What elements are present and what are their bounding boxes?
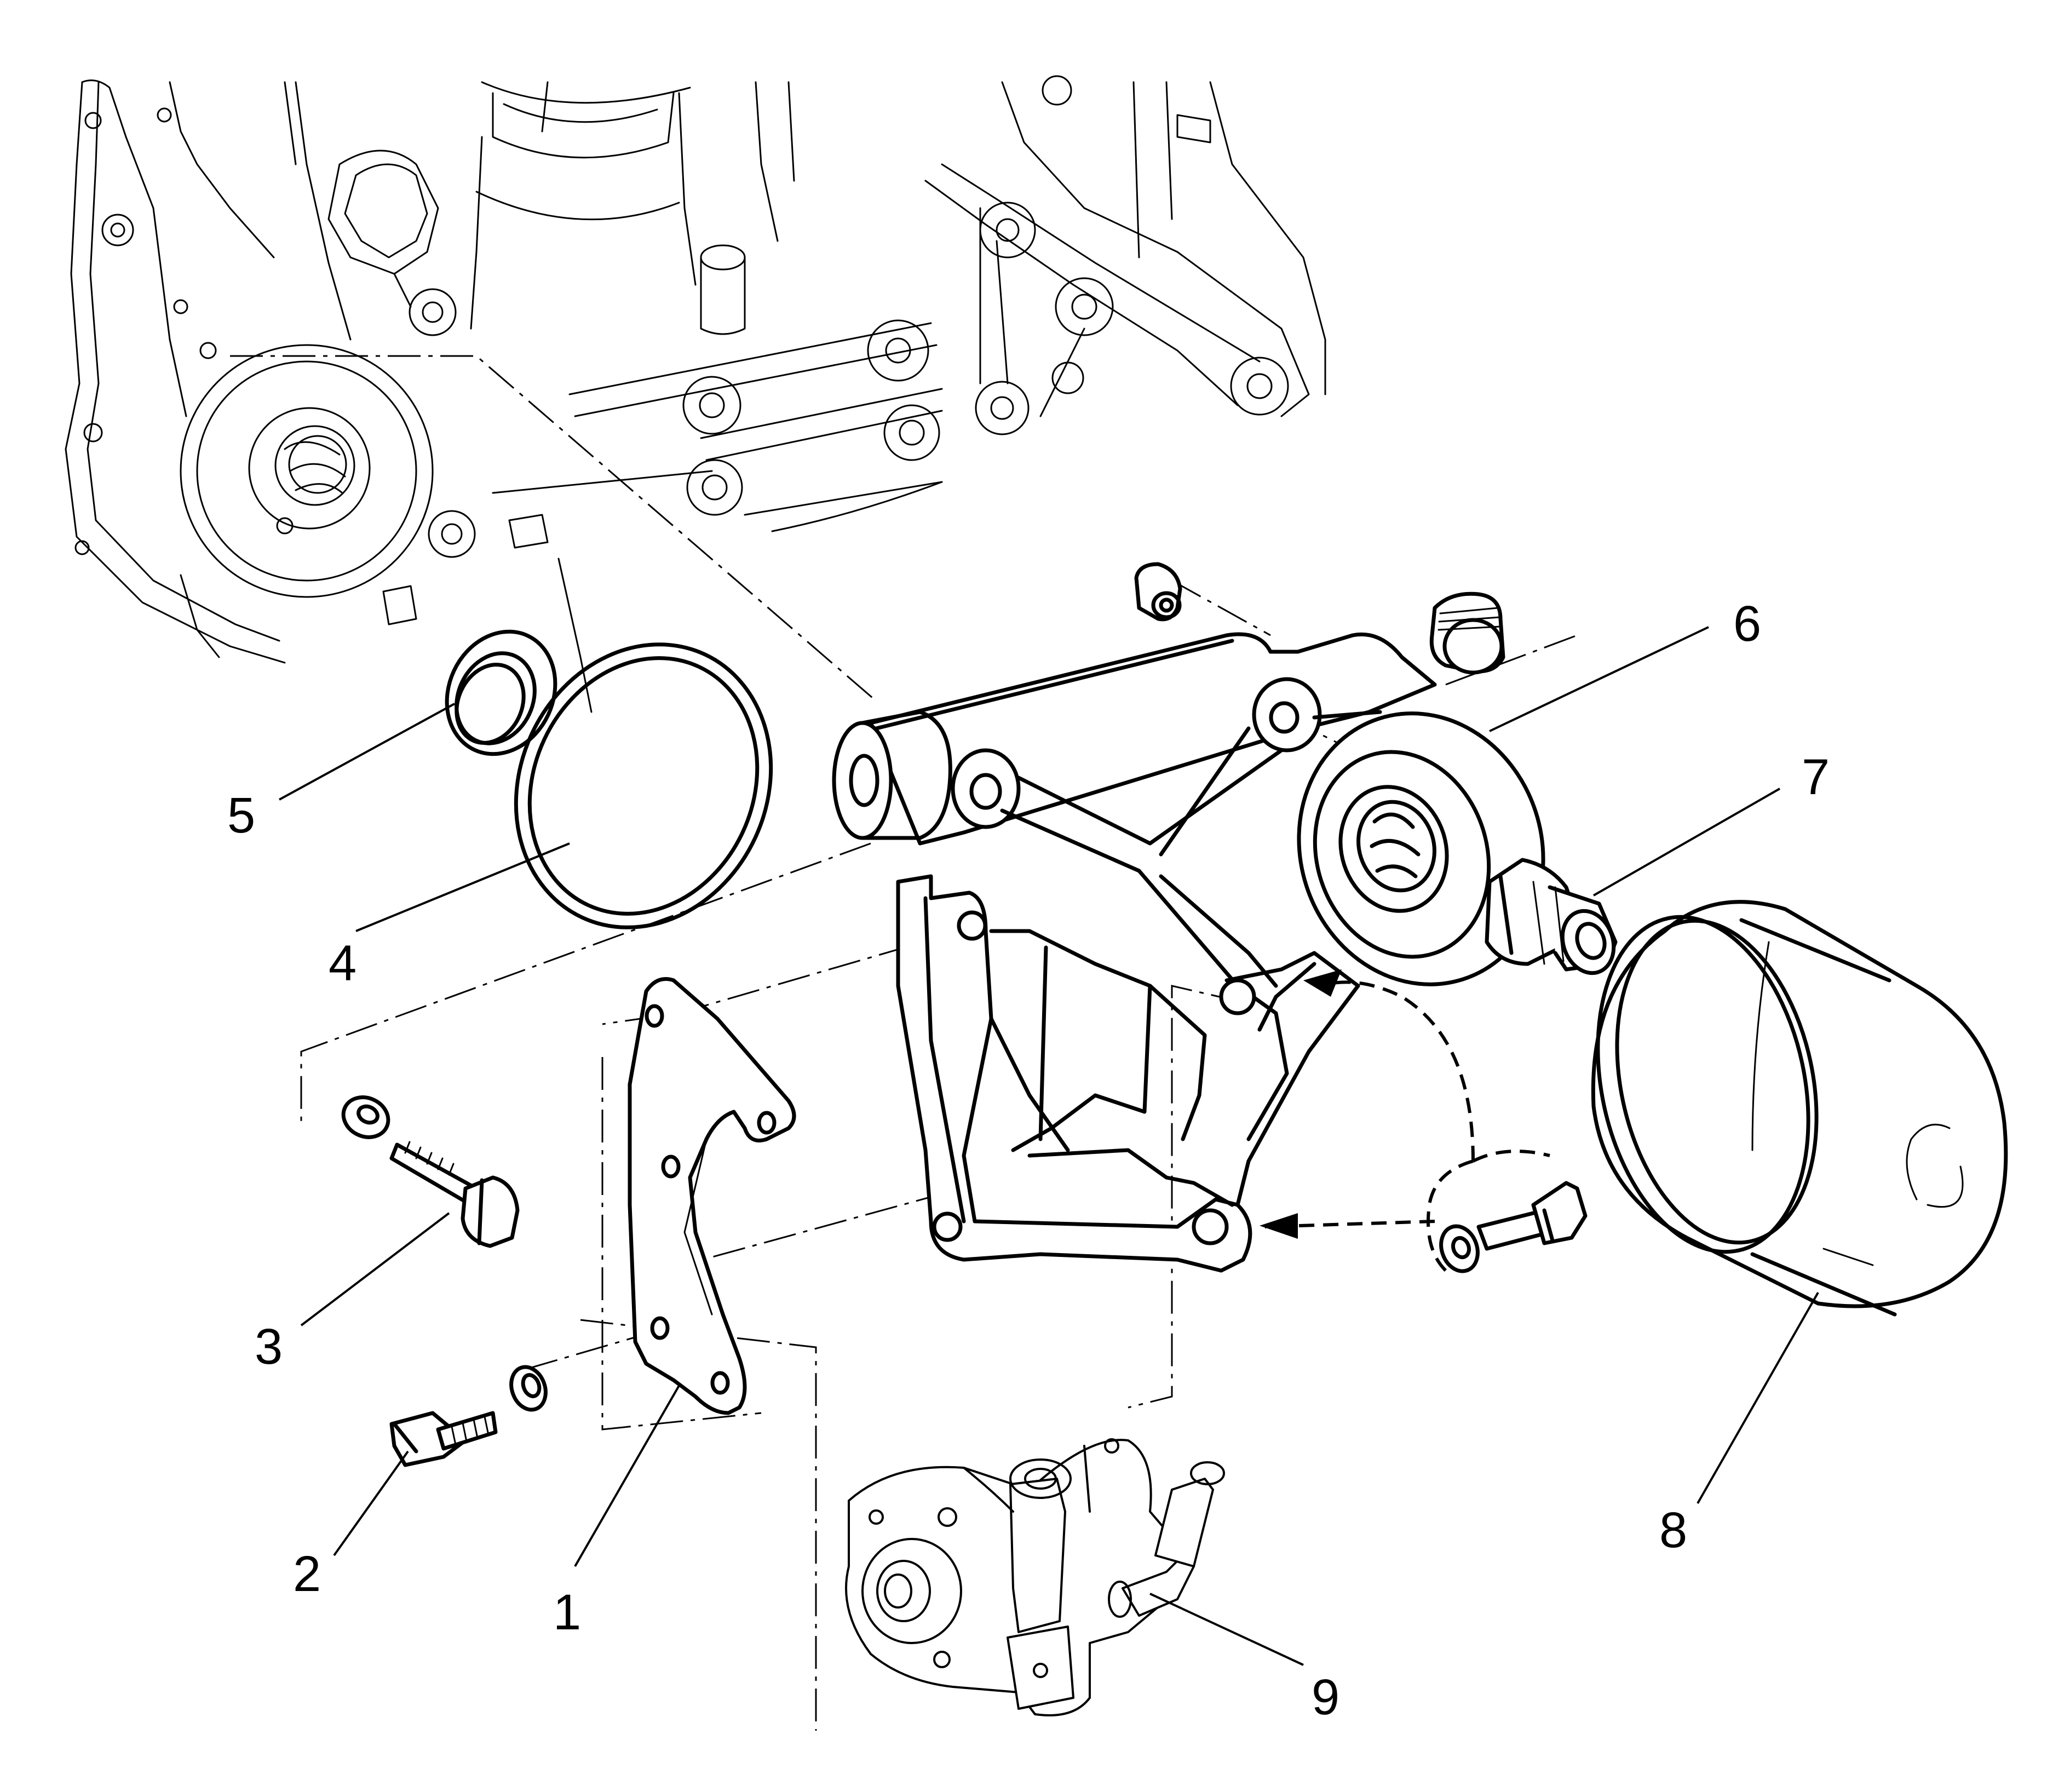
power-steering-pump: [845, 1438, 1225, 1716]
callout-6: 6: [1733, 596, 1761, 652]
callout-4: 4: [329, 935, 357, 991]
filter-head-bracket: [832, 632, 1545, 1273]
callout-9: 9: [1312, 1669, 1339, 1725]
callout-2: 2: [293, 1546, 321, 1602]
callout-7: 7: [1802, 749, 1830, 805]
small-bolt-right: [1439, 1181, 1588, 1273]
bracket-plate: [628, 977, 796, 1415]
bolt-3: [389, 1141, 520, 1248]
callout-5: 5: [227, 788, 255, 843]
dowel-sleeve: [1134, 562, 1182, 622]
seal-ring: [445, 629, 557, 756]
spring-washer-2: [509, 1365, 548, 1412]
callout-3: 3: [255, 1319, 283, 1375]
o-ring: [514, 642, 773, 929]
dashed-routing-arrows: [1260, 969, 1550, 1272]
bolt-2: [389, 1411, 498, 1467]
union-fitting: [1485, 858, 1618, 975]
engine-block: [65, 75, 1326, 713]
callout-8: 8: [1659, 1502, 1687, 1558]
arrowhead-lower: [1260, 1213, 1298, 1239]
callout-leaders: [279, 626, 1819, 1666]
arrowhead-upper: [1303, 969, 1342, 997]
callout-labels: 1 2 3 4 5 6 7 8 9: [227, 596, 1830, 1725]
oil-filter: [1591, 900, 2008, 1317]
threaded-plug: [1429, 591, 1505, 675]
callout-1: 1: [553, 1584, 581, 1640]
washer-bolt-3: [341, 1095, 390, 1139]
